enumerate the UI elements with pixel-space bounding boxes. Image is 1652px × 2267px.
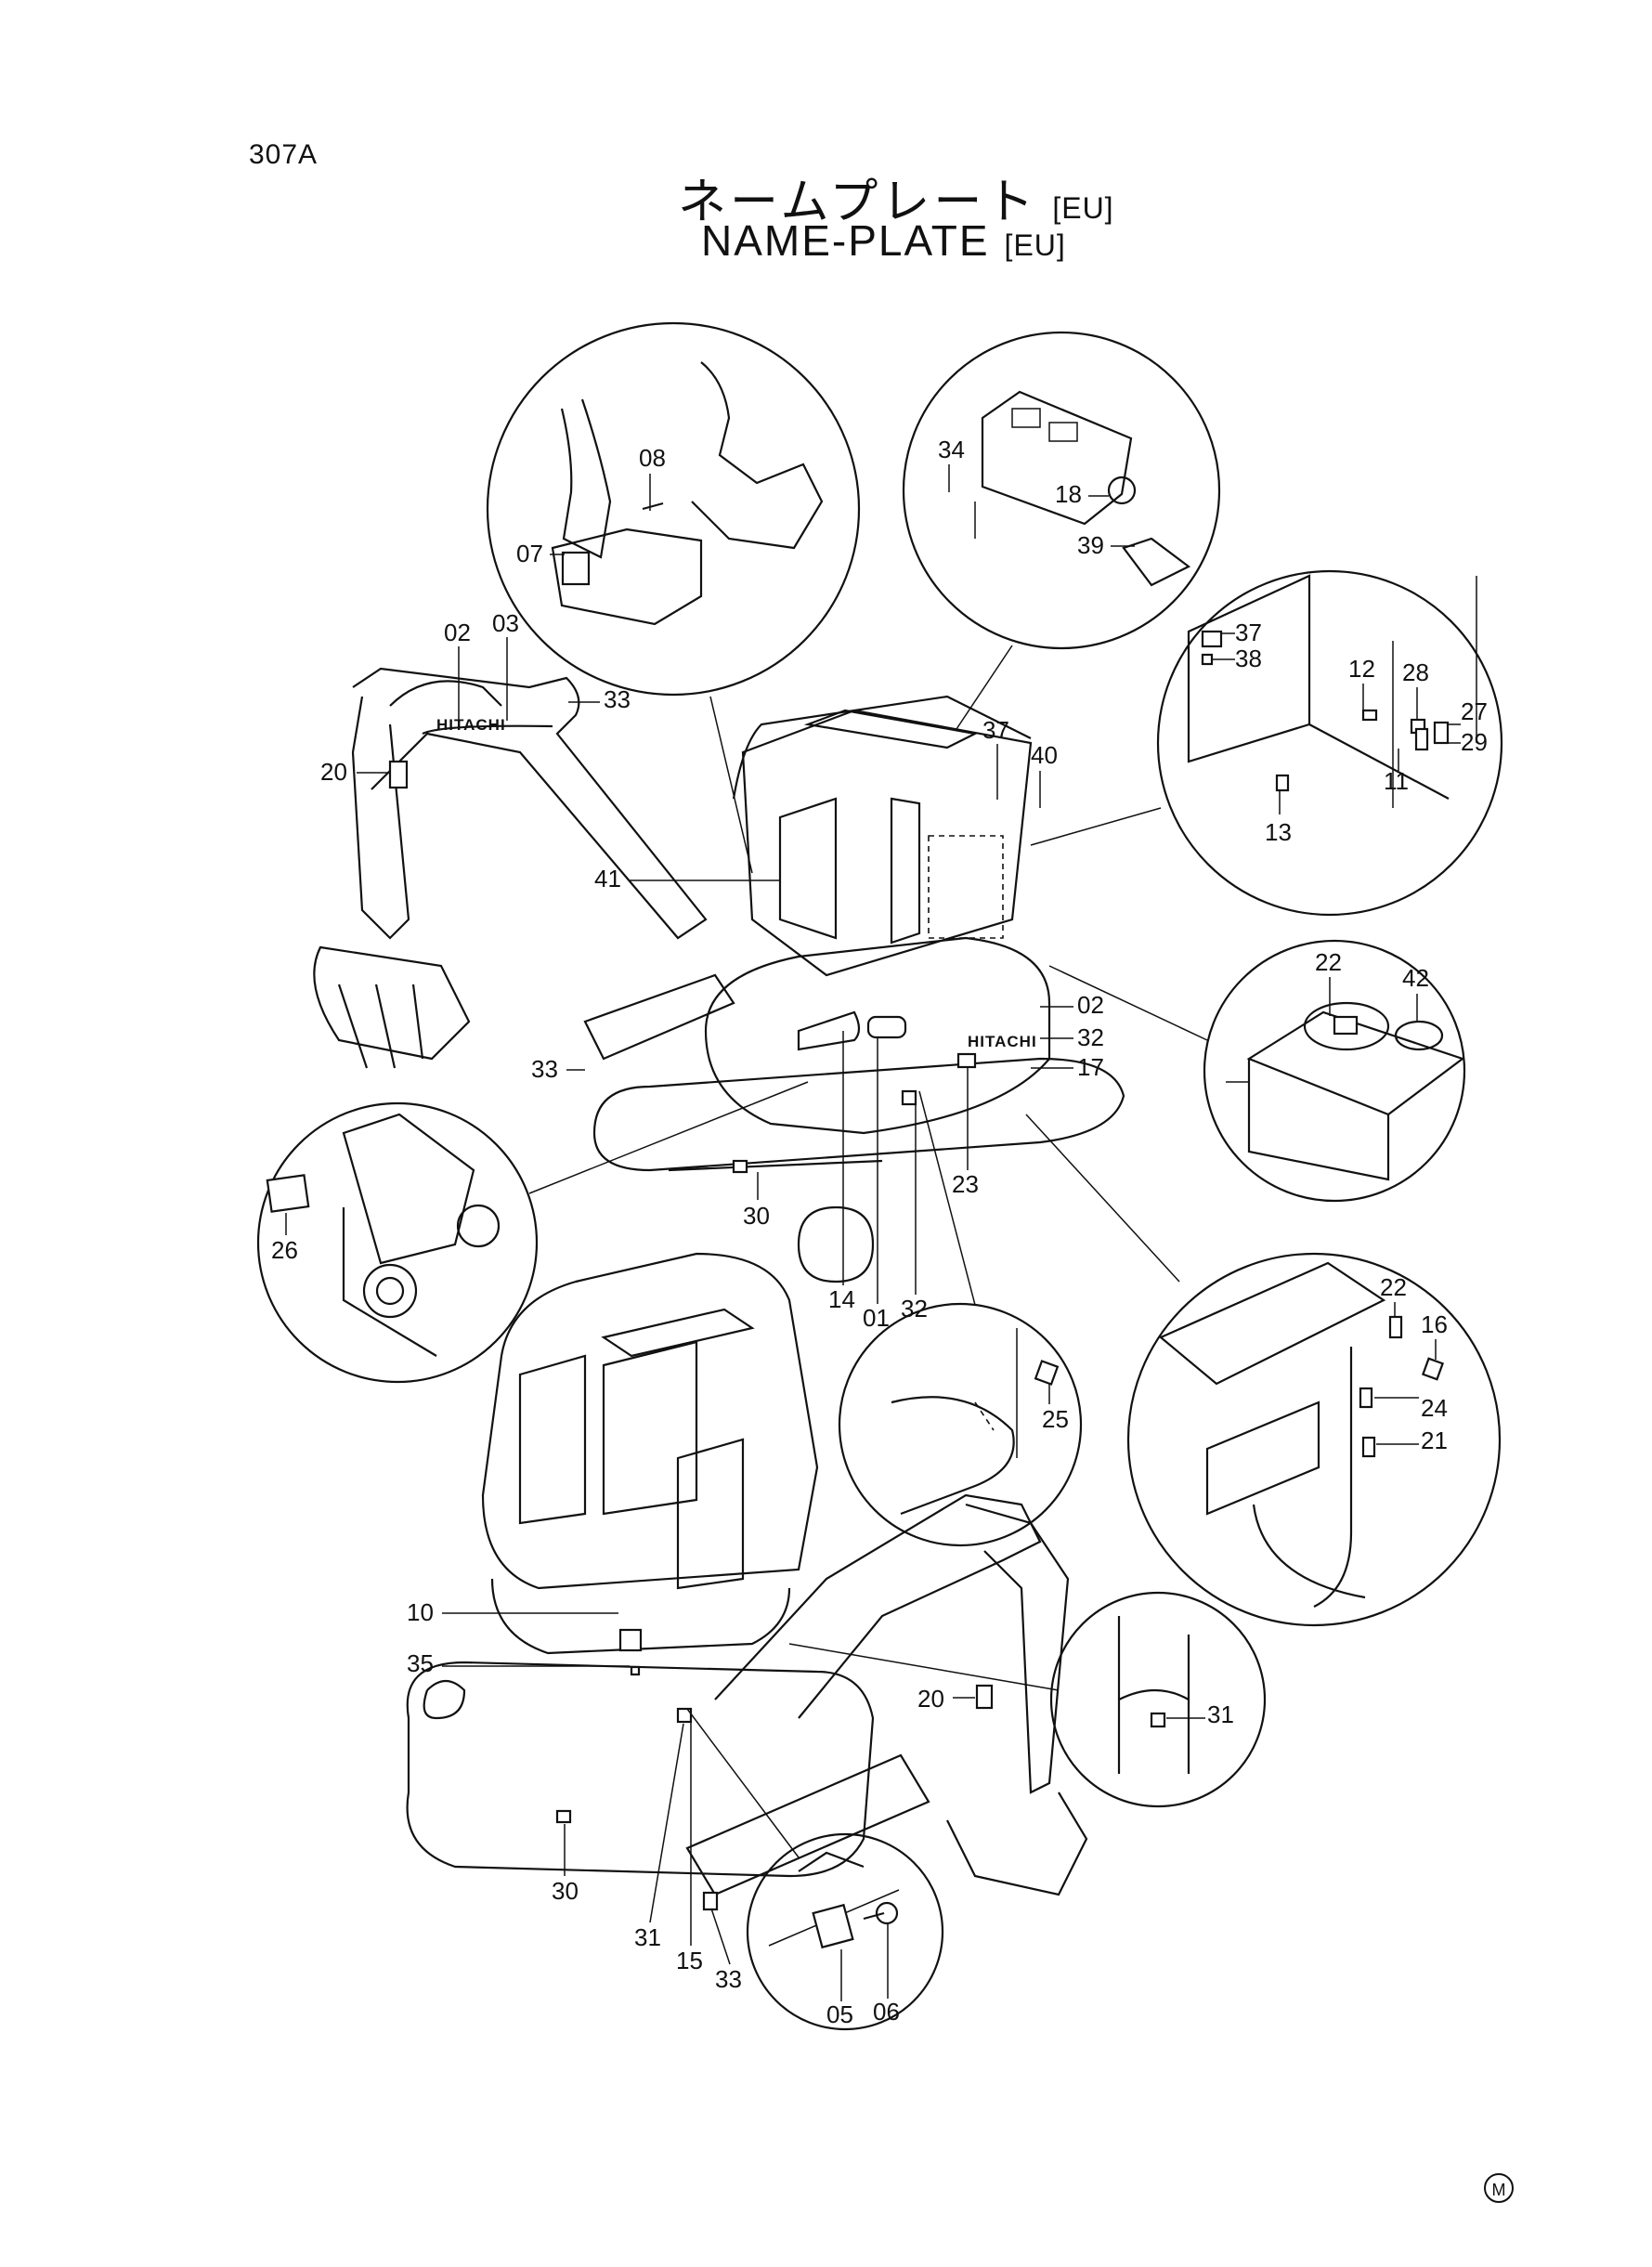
callout-39: 39 [1077,531,1104,559]
plate-01 [866,1015,907,1039]
page-marker-m: M [1484,2173,1514,2203]
decal-30-upper [732,1159,748,1174]
callout-05: 05 [826,2000,853,2028]
title-japanese-text: ネームプレート [678,175,1038,230]
excavator-upper-view: HITACHI HITACHI [313,667,1125,1283]
callout-21: 21 [1421,1427,1448,1454]
title-english-text: NAME-PLATE [701,216,990,265]
decal-23 [956,1052,977,1069]
brand-logo-body: HITACHI [968,1033,1037,1050]
callout-23: 23 [952,1170,979,1198]
callout-37-detail: 37 [1235,619,1262,646]
detail-radiator [1203,939,1466,1203]
callout-10: 10 [407,1598,434,1626]
detail-swing-bracket [1126,1252,1502,1627]
callout-40: 40 [1031,741,1058,769]
callout-35: 35 [407,1649,434,1677]
decal-20-upper [388,760,409,789]
callout-34: 34 [938,436,965,463]
detail-plate-screw [746,1832,944,2031]
callout-27: 27 [1461,697,1488,725]
brand-logo-boom: HITACHI [436,716,506,734]
callout-18: 18 [1055,480,1082,508]
callout-13: 13 [1265,818,1292,846]
callout-20-lower: 20 [917,1685,944,1713]
callout-32-lower: 32 [901,1295,928,1322]
decal-30-lower [555,1809,572,1824]
callout-14: 14 [828,1285,855,1313]
callout-03: 03 [492,609,519,637]
leader-lines [528,645,1208,1858]
decal-31-lower [676,1707,693,1724]
region-tag-en: [EU] [1004,228,1066,262]
decal-10 [618,1628,643,1652]
callout-41: 41 [594,865,621,892]
callout-42: 42 [1402,964,1429,992]
callout-08: 08 [639,444,666,472]
callout-32-body: 32 [1077,1023,1104,1051]
decal-33-lower [702,1891,719,1911]
callout-30-upper: 30 [743,1202,770,1230]
detail-engine [256,1101,539,1384]
callout-02-upper: 02 [444,619,471,646]
callout-33-boom: 33 [604,685,631,713]
detail-control-lever [486,321,861,697]
callout-20-upper: 20 [320,758,347,786]
callout-31-lower: 31 [634,1923,661,1951]
title-english: NAME-PLATE [EU] [701,215,1066,266]
callout-11: 11 [1384,767,1409,795]
callout-38: 38 [1235,645,1262,672]
callout-06: 06 [873,1998,900,2026]
callout-15: 15 [676,1947,703,1974]
callout-29: 29 [1461,728,1488,756]
page-code: 307A [249,139,319,170]
excavator-lower-view [406,1252,1088,1911]
callout-02-body: 02 [1077,991,1104,1019]
callout-26: 26 [271,1236,298,1264]
detail-handrail [838,1302,1083,1547]
title-japanese: ネームプレート [EU] [678,163,1114,232]
callout-31-detail: 31 [1207,1700,1234,1728]
callout-07: 07 [516,540,543,567]
detail-cab-interior [1156,569,1503,917]
callout-22-bracket: 22 [1380,1273,1407,1301]
callout-17: 17 [1077,1053,1104,1081]
callout-28: 28 [1402,658,1429,686]
callout-16: 16 [1421,1310,1448,1338]
callout-labels: 08 07 02 03 33 20 41 33 34 18 39 37 40 3… [271,436,1488,2028]
decal-20-lower [975,1684,994,1710]
decal-32 [901,1089,917,1106]
callout-01: 01 [863,1304,890,1332]
detail-boom-foot [1049,1591,1267,1808]
decal-35 [630,1665,641,1676]
callout-37-cab: 37 [982,716,1009,744]
callout-24: 24 [1421,1394,1448,1422]
callout-33-blade: 33 [531,1055,558,1083]
callout-30-lower: 30 [552,1877,579,1905]
callout-12: 12 [1348,655,1375,683]
callout-33-lower: 33 [715,1965,742,1993]
detail-monitor [902,331,1221,650]
region-tag-jp: [EU] [1052,191,1114,225]
callout-22-detail: 22 [1315,948,1342,976]
callout-25: 25 [1042,1405,1069,1433]
